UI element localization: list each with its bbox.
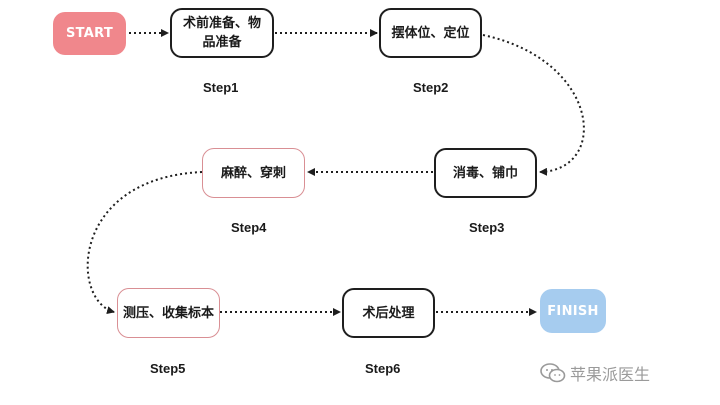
- arrow-step4-step5: [86, 171, 203, 314]
- step6-node: 术后处理: [342, 288, 435, 338]
- finish-node: FINISH: [540, 289, 606, 333]
- step6-label: Step6: [365, 361, 401, 376]
- start-node: START: [53, 12, 126, 55]
- step3-node: 消毒、铺巾: [434, 148, 537, 198]
- step1-label: Step1: [203, 80, 239, 95]
- watermark-text: 苹果派医生: [570, 365, 651, 384]
- arrow-step2-step3: [482, 34, 585, 176]
- step5-node: 测压、收集标本: [117, 288, 220, 338]
- step2-label: Step2: [413, 80, 449, 95]
- step3-label: Step3: [469, 220, 505, 235]
- step2-node: 摆体位、定位: [379, 8, 482, 58]
- watermark: 苹果派医生: [540, 361, 650, 385]
- step4-label: Step4: [231, 220, 267, 235]
- step4-node: 麻醉、穿刺: [202, 148, 305, 198]
- wechat-icon: [540, 363, 566, 383]
- step1-node: 术前准备、物品准备: [170, 8, 274, 58]
- step5-label: Step5: [150, 361, 186, 376]
